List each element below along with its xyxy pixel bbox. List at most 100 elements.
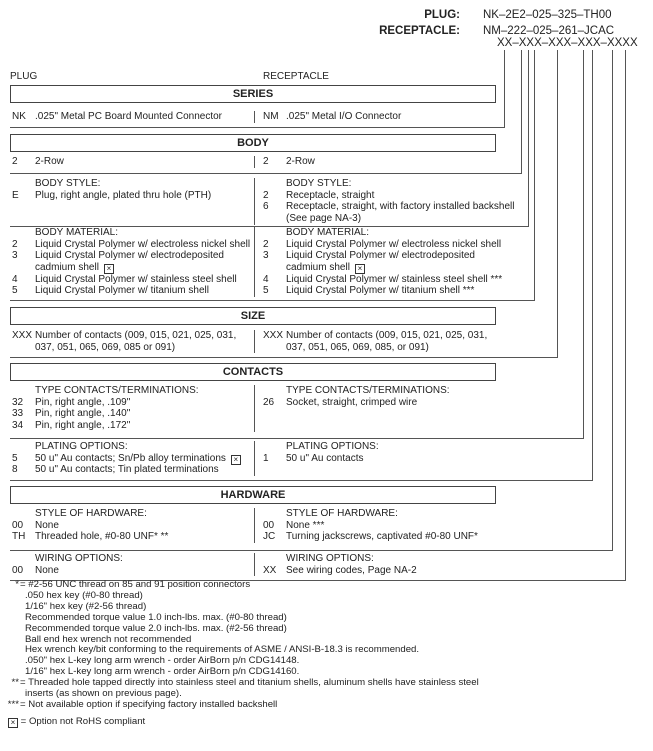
option-text: 50 u" Au contacts; Tin plated terminatio…	[35, 464, 219, 476]
series-header: SERIES	[10, 85, 496, 103]
footnote-text: = #2-56 UNC thread on 85 and 91 position…	[20, 579, 251, 590]
option-text: Liquid Crystal Polymer w/ electrodeposit…	[35, 250, 224, 262]
option-code: 4	[263, 273, 269, 285]
option-text: Liquid Crystal Polymer w/ electrodeposit…	[286, 250, 475, 262]
plug-column-label: PLUG	[10, 71, 38, 82]
option-text: BODY STYLE:	[35, 178, 101, 190]
option-text: BODY MATERIAL:	[286, 227, 369, 239]
option-text: cadmium shell×	[35, 262, 114, 274]
option-text: PLATING OPTIONS:	[35, 441, 128, 453]
option-text: 037, 051, 065, 069, 085 or 091)	[35, 341, 176, 353]
bracket-plating	[10, 50, 593, 481]
option-code: 26	[263, 396, 275, 408]
option-text: None	[35, 519, 59, 531]
option-code: XXX	[263, 330, 284, 342]
option-text: (See page NA-3)	[286, 212, 362, 224]
column-divider	[254, 508, 255, 543]
footnote-text: Hex wrench key/bit conforming to the req…	[25, 644, 420, 656]
option-text: WIRING OPTIONS:	[286, 553, 374, 565]
column-divider	[254, 227, 255, 297]
option-text: WIRING OPTIONS:	[35, 553, 123, 565]
option-code: 5	[263, 285, 269, 297]
footnote-marker: **	[11, 677, 19, 689]
option-text: Liquid Crystal Polymer w/ titanium shell…	[286, 285, 475, 297]
option-text: Threaded hole, #0-80 UNF* **	[35, 531, 169, 543]
plug-code-label: PLUG:	[424, 9, 460, 21]
footnote-text: 1/16" hex L-key long arm wrench - order …	[25, 666, 300, 678]
option-text: 2-Row	[35, 156, 64, 168]
option-code: 2	[263, 238, 269, 250]
bracket-body-row	[10, 50, 522, 174]
footnote-text: = Threaded hole tapped directly into sta…	[20, 677, 479, 689]
option-text: STYLE OF HARDWARE:	[286, 508, 398, 520]
column-divider	[254, 156, 255, 168]
footnote-text: Recommended torque value 2.0 inch-lbs. m…	[25, 622, 287, 634]
footnote-text: .050 hex key (#0-80 thread)	[25, 589, 143, 601]
rohs-note-text: = Option not RoHS compliant	[20, 716, 146, 727]
bracket-wiring	[10, 50, 626, 581]
column-divider	[254, 111, 255, 123]
footnote-text: .050" hex L-key long arm wrench - order …	[25, 655, 300, 667]
option-text: 50 u" Au contacts	[286, 452, 364, 464]
plug-code: NK–2E2–025–325–TH00	[483, 9, 612, 21]
option-code: 8	[12, 464, 18, 476]
option-text: Receptacle, straight, with factory insta…	[286, 201, 515, 213]
receptacle-column-label: RECEPTACLE	[263, 71, 329, 82]
option-text: Liquid Crystal Polymer w/ stainless stee…	[35, 273, 237, 285]
option-code: 3	[263, 250, 269, 262]
bracket-series	[10, 50, 505, 128]
option-code: 2	[263, 189, 269, 201]
option-code: JC	[263, 531, 276, 543]
option-text: 037, 051, 065, 069, 085, or 091)	[286, 341, 429, 353]
option-text: None	[35, 564, 59, 576]
column-divider	[254, 330, 255, 354]
option-code: TH	[12, 531, 26, 543]
column-divider	[254, 441, 255, 476]
option-code: 5	[12, 452, 18, 464]
boxed-x-icon: ×	[230, 454, 241, 465]
option-text: Turning jackscrews, captivated #0-80 UNF…	[286, 531, 478, 543]
size-header: SIZE	[10, 307, 496, 325]
column-divider	[254, 385, 255, 432]
option-text: Plug, right angle, plated thru hole (PTH…	[35, 189, 212, 201]
option-text: Liquid Crystal Polymer w/ stainless stee…	[286, 273, 503, 285]
footnote-marker: ***	[7, 698, 19, 710]
column-divider	[254, 553, 255, 577]
contacts-header: CONTACTS	[10, 363, 496, 381]
option-code: 33	[12, 408, 24, 420]
option-text: TYPE CONTACTS/TERMINATIONS:	[35, 385, 199, 397]
hardware-header: HARDWARE	[10, 486, 496, 504]
code-template: XX–XXX–XXX–XXX–XXXX	[497, 37, 638, 49]
option-code: XXX	[12, 330, 33, 342]
boxed-x-icon: ×	[8, 718, 18, 728]
option-text: See wiring codes, Page NA-2	[286, 564, 417, 576]
option-code: 34	[12, 419, 24, 431]
option-text: Number of contacts (009, 015, 021, 025, …	[286, 330, 488, 342]
option-code: 2	[12, 238, 18, 250]
option-text: None ***	[286, 519, 325, 531]
option-code: 2	[263, 156, 269, 168]
option-text: TYPE CONTACTS/TERMINATIONS:	[286, 385, 450, 397]
option-code: 5	[12, 285, 18, 297]
footnote-text: Ball end hex wrench not recommended	[25, 633, 192, 645]
option-text: Liquid Crystal Polymer w/ titanium shell	[35, 285, 209, 297]
boxed-x-icon: ×	[103, 263, 114, 274]
rohs-note: × = Option not RoHS compliant	[8, 716, 146, 728]
option-code: 32	[12, 396, 24, 408]
option-code: 6	[263, 201, 269, 213]
option-code: 4	[12, 273, 18, 285]
option-code: XX	[263, 564, 277, 576]
bracket-hardware-style	[10, 50, 613, 551]
receptacle-code: NM–222–025–261–JCAC	[483, 25, 615, 37]
option-text: Pin, right angle, .172"	[35, 419, 131, 431]
option-code: 2	[12, 156, 18, 168]
option-text: .025" Metal I/O Connector	[286, 111, 402, 123]
option-text: BODY MATERIAL:	[35, 227, 118, 239]
option-text: Liquid Crystal Polymer w/ electroless ni…	[286, 238, 502, 250]
option-text: Liquid Crystal Polymer w/ electroless ni…	[35, 238, 251, 250]
footnote-text: 1/16" hex key (#2-56 thread)	[25, 600, 147, 612]
option-code: NK	[12, 111, 26, 123]
option-text: Pin, right angle, .140"	[35, 408, 131, 420]
option-code: 1	[263, 452, 269, 464]
option-code: 00	[263, 519, 275, 531]
